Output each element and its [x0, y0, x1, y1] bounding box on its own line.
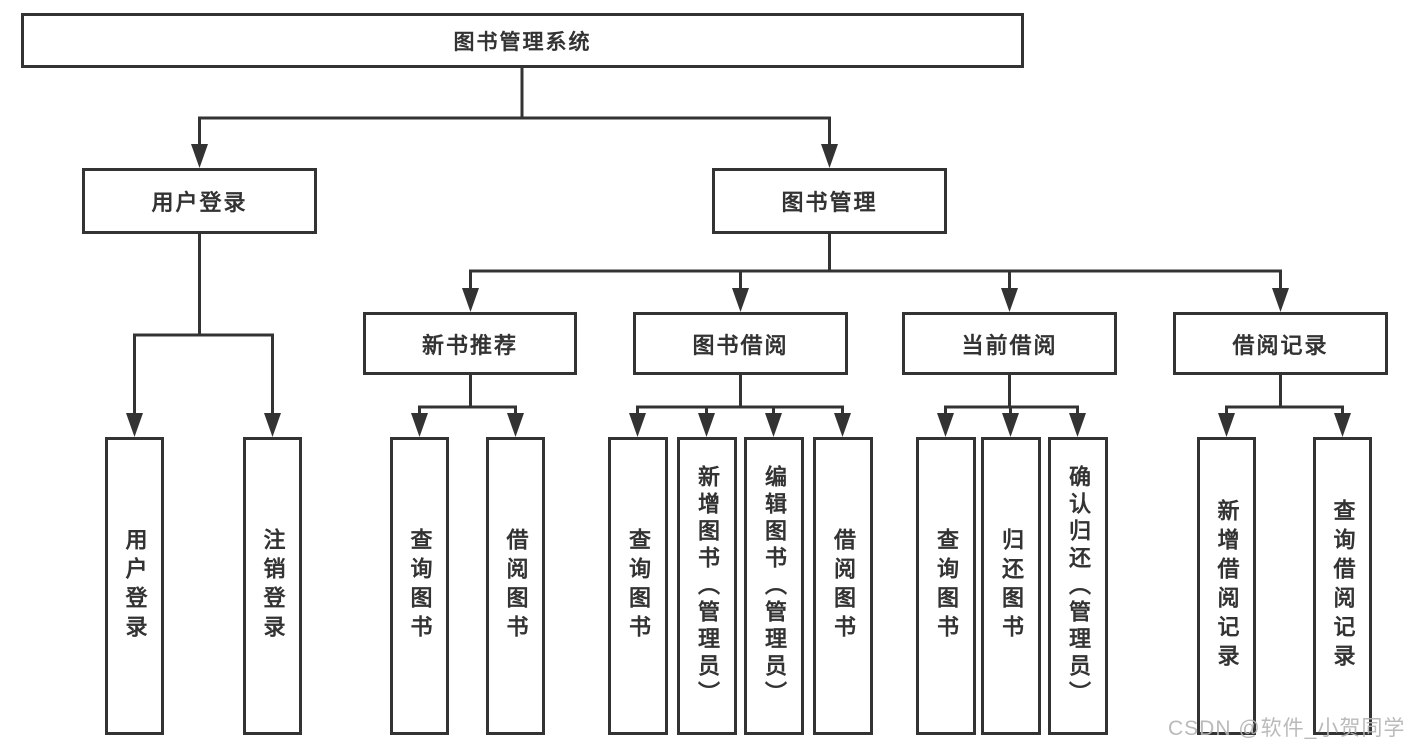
leaf-query-books-borrow: 查询图书 [608, 437, 668, 735]
node-book-borrowing: 图书借阅 [633, 312, 848, 375]
leaf-return-books: 归还图书 [981, 437, 1041, 735]
leaf-confirm-return-admin: 确认归还（管理员） [1048, 437, 1108, 735]
node-new-book-recommendation: 新书推荐 [363, 312, 577, 375]
leaf-label: 新增图书（管理员） [695, 464, 720, 708]
leaf-label: 编辑图书（管理员） [762, 464, 787, 708]
node-label: 图书借阅 [692, 332, 789, 358]
node-book-management: 图书管理 [712, 168, 947, 234]
node-current-borrowing: 当前借阅 [902, 312, 1117, 375]
leaf-label: 查询图书 [407, 528, 433, 644]
leaf-edit-book-admin: 编辑图书（管理员） [744, 437, 804, 735]
leaf-add-book-admin: 新增图书（管理员） [677, 437, 737, 735]
leaf-label: 注销登录 [260, 528, 286, 644]
leaf-add-borrow-record: 新增借阅记录 [1197, 437, 1256, 735]
node-borrowing-records: 借阅记录 [1173, 312, 1388, 375]
node-label: 新书推荐 [421, 332, 518, 358]
leaf-label: 用户登录 [122, 528, 148, 644]
leaf-label: 查询图书 [626, 528, 651, 644]
node-label: 当前借阅 [961, 332, 1058, 358]
leaf-query-books-recommend: 查询图书 [390, 437, 449, 735]
node-label: 用户登录 [151, 190, 248, 215]
leaf-borrow-books: 借阅图书 [813, 437, 873, 735]
node-label: 图书管理 [781, 190, 878, 215]
leaf-label: 归还图书 [999, 528, 1024, 644]
leaf-query-borrow-record: 查询借阅记录 [1313, 437, 1372, 735]
leaf-query-books-current: 查询图书 [916, 437, 976, 735]
node-user-login: 用户登录 [82, 168, 317, 234]
leaf-label: 借阅图书 [503, 528, 529, 644]
node-label: 借阅记录 [1232, 332, 1329, 358]
leaf-label: 借阅图书 [831, 528, 856, 644]
node-library-management-system: 图书管理系统 [21, 13, 1024, 68]
leaf-label: 新增借阅记录 [1214, 499, 1240, 673]
leaf-logout: 注销登录 [243, 437, 302, 735]
leaf-borrow-books-recommend: 借阅图书 [486, 437, 545, 735]
node-label: 图书管理系统 [453, 30, 592, 54]
leaf-label: 查询借阅记录 [1330, 499, 1356, 673]
leaf-label: 查询图书 [934, 528, 959, 644]
leaf-label: 确认归还（管理员） [1066, 464, 1091, 708]
csdn-watermark: CSDN @软件_小贺同学 [1168, 717, 1405, 740]
leaf-user-login: 用户登录 [105, 437, 164, 735]
